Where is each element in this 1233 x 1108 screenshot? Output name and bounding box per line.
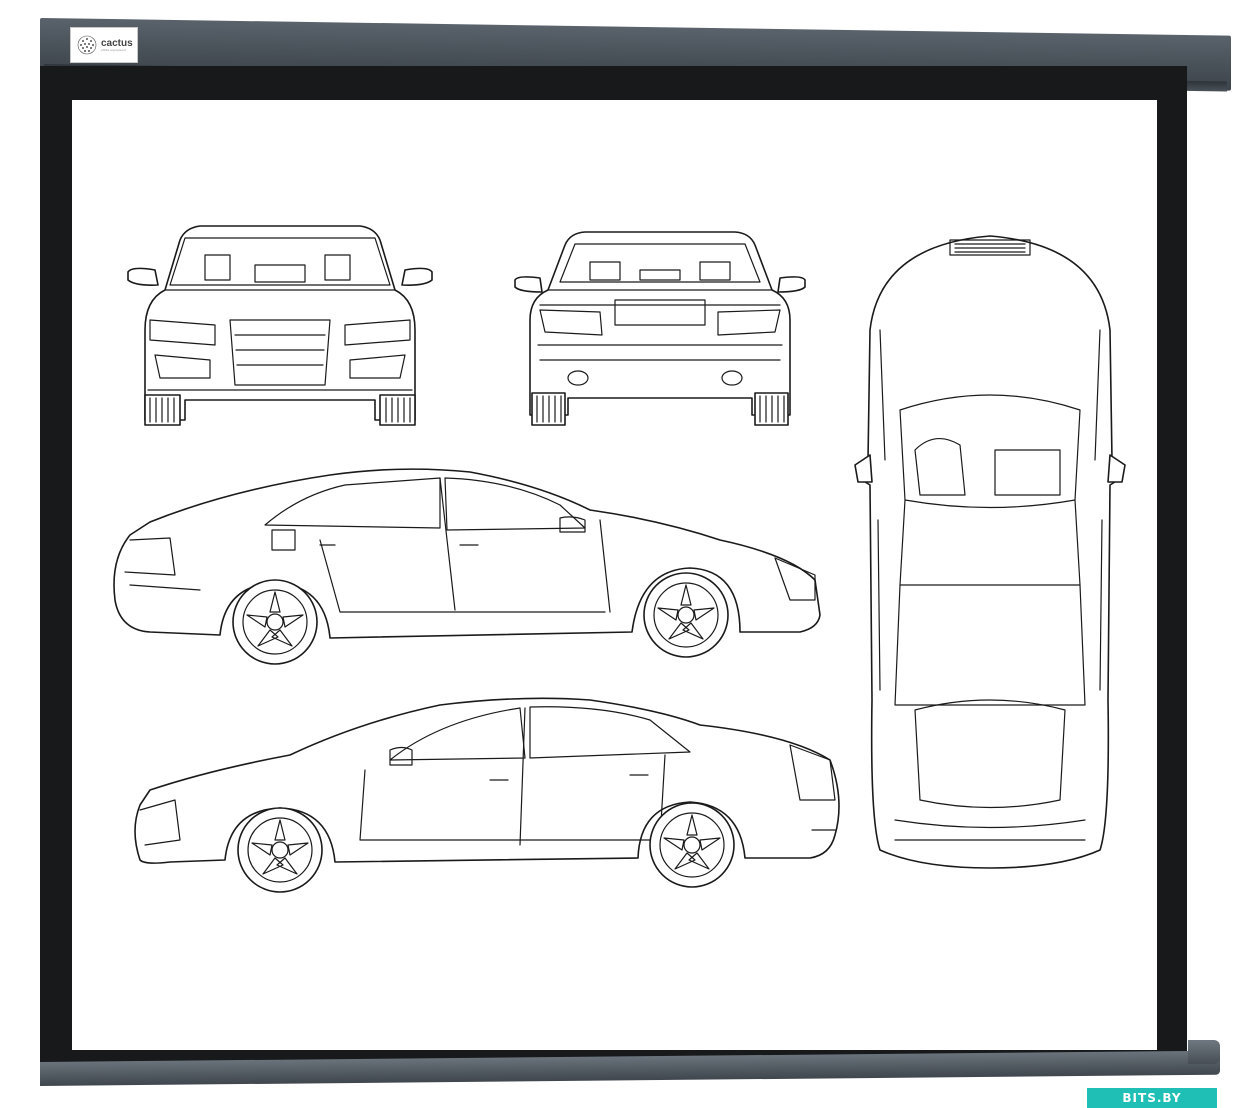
car-rear-view bbox=[514, 231, 806, 426]
watermark: BITS.BY bbox=[1087, 1088, 1217, 1108]
cactus-logo-icon bbox=[77, 35, 97, 55]
car-front-view bbox=[127, 225, 433, 426]
bottom-bar-end-cap bbox=[1188, 1040, 1220, 1064]
brand-logo: cactus office equipment bbox=[70, 27, 138, 63]
brand-name: cactus bbox=[101, 37, 133, 49]
brand-tagline: office equipment bbox=[101, 47, 127, 52]
car-top-view bbox=[854, 235, 1126, 869]
car-left-side-view bbox=[113, 468, 821, 665]
car-right-side-view bbox=[134, 697, 840, 893]
